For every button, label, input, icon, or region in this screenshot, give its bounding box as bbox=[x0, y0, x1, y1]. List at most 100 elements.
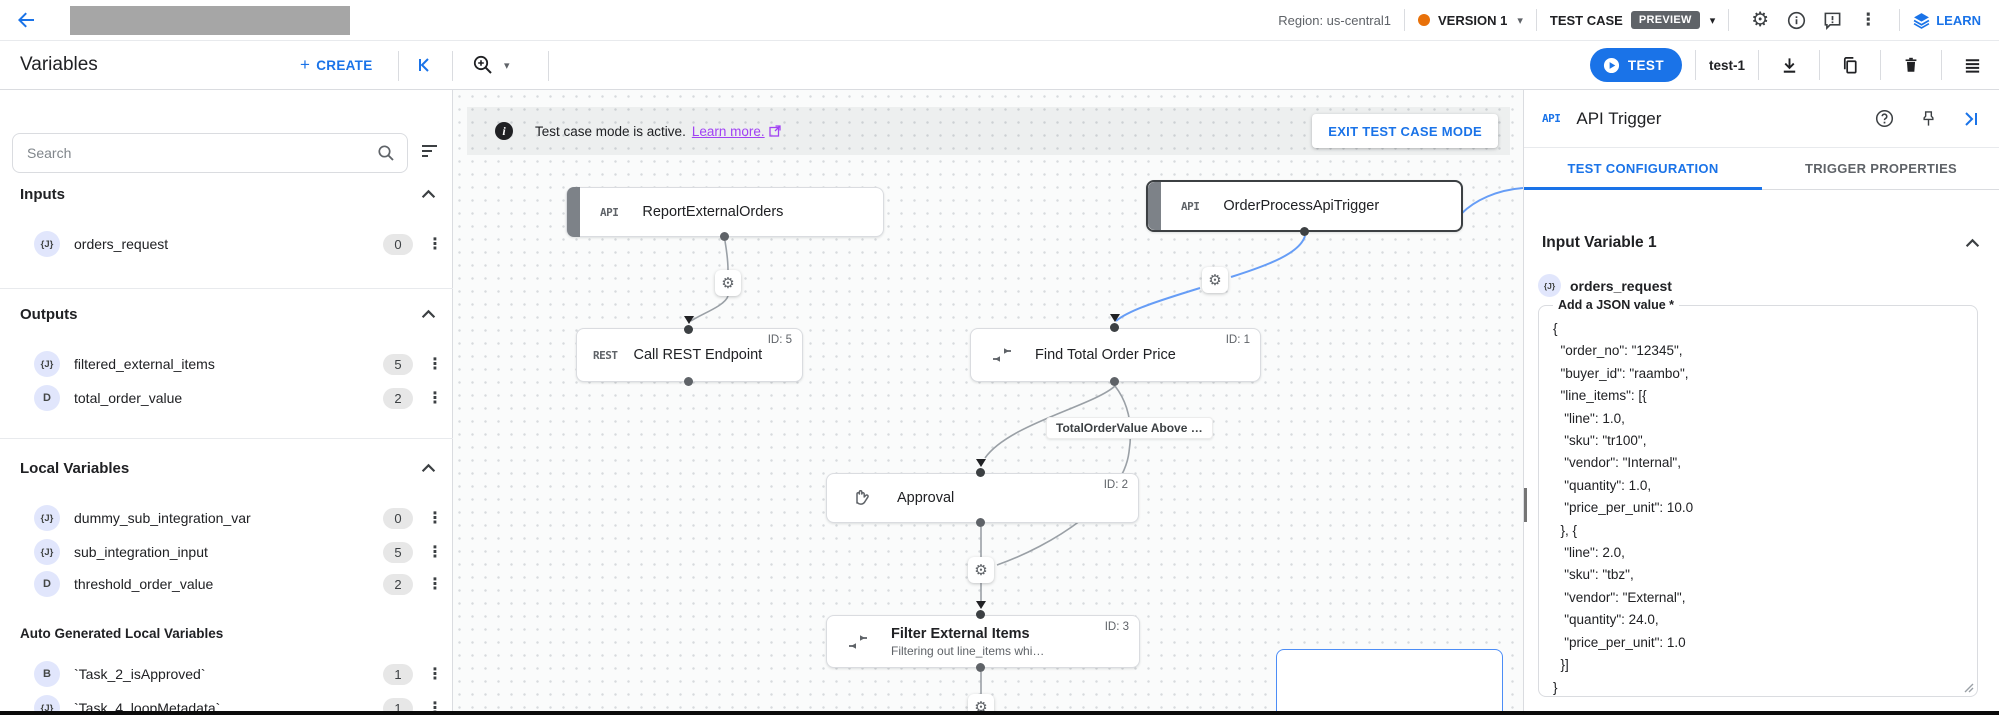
row-kebab-icon[interactable]: ⋮ bbox=[427, 236, 443, 253]
version-selector[interactable]: VERSION 1 ▾ bbox=[1417, 13, 1523, 28]
row-kebab-icon[interactable]: ⋮ bbox=[427, 544, 443, 561]
settings-gear-icon[interactable]: ⚙ bbox=[1751, 9, 1770, 31]
section-header-outputs: Outputs bbox=[20, 306, 78, 323]
divider bbox=[1758, 50, 1759, 80]
divider bbox=[548, 51, 549, 81]
back-arrow-icon[interactable] bbox=[16, 10, 36, 30]
sort-icon[interactable] bbox=[420, 142, 440, 160]
usage-count-badge: 1 bbox=[383, 697, 413, 715]
variable-row-sub-integration-input[interactable]: {J} sub_integration_input 5 ⋮ bbox=[0, 538, 453, 566]
node-order-process-api-trigger[interactable]: API OrderProcessApiTrigger bbox=[1146, 180, 1463, 232]
variable-row-total-order-value[interactable]: D total_order_value 2 ⋮ bbox=[0, 384, 453, 412]
node-find-total-order-price[interactable]: Find Total Order Price ID: 1 bbox=[970, 328, 1261, 382]
json-type-icon: {J} bbox=[34, 505, 60, 531]
variable-row-task2-isapproved[interactable]: B `Task_2_isApproved` 1 ⋮ bbox=[0, 660, 453, 688]
variable-row-dummy-sub-integration-var[interactable]: {J} dummy_sub_integration_var 0 ⋮ bbox=[0, 504, 453, 532]
redacted-title-block bbox=[70, 6, 350, 35]
pin-icon[interactable] bbox=[1912, 103, 1944, 135]
variable-row-filtered-external-items[interactable]: {J} filtered_external_items 5 ⋮ bbox=[0, 350, 453, 378]
row-kebab-icon[interactable]: ⋮ bbox=[427, 356, 443, 373]
row-kebab-icon[interactable]: ⋮ bbox=[427, 576, 443, 593]
workflow-canvas[interactable]: i Test case mode is active. Learn more. … bbox=[453, 90, 1523, 715]
log-menu-icon[interactable] bbox=[1955, 48, 1989, 82]
pending-node-placeholder[interactable] bbox=[1276, 649, 1503, 715]
node-filter-external-items[interactable]: Filter External Items Filtering out line… bbox=[826, 615, 1140, 668]
canvas-zoom-control[interactable]: ▾ bbox=[472, 54, 510, 76]
chevron-up-icon[interactable] bbox=[1959, 230, 1985, 256]
node-id-label: ID: 2 bbox=[1103, 479, 1128, 491]
edge-arrowhead bbox=[1110, 314, 1120, 322]
banner-text: Test case mode is active. bbox=[535, 123, 686, 139]
chevron-up-icon[interactable] bbox=[416, 456, 440, 480]
variable-row-threshold-order-value[interactable]: D threshold_order_value 2 ⋮ bbox=[0, 570, 453, 598]
test-button[interactable]: TEST bbox=[1589, 48, 1682, 82]
section-header-local-variables: Local Variables bbox=[20, 460, 130, 477]
resize-handle-icon[interactable] bbox=[1963, 682, 1974, 693]
json-type-icon: {J} bbox=[34, 351, 60, 377]
toolbar-right-group: TEST test-1 bbox=[1589, 41, 1999, 89]
data-mapping-merge-icon bbox=[847, 634, 869, 650]
divider bbox=[1535, 9, 1537, 31]
app-bar: Region: us-central1 VERSION 1 ▾ TEST CAS… bbox=[0, 0, 1999, 40]
row-kebab-icon[interactable]: ⋮ bbox=[427, 510, 443, 527]
node-report-external-orders[interactable]: API ReportExternalOrders bbox=[566, 187, 884, 237]
chevron-up-icon[interactable] bbox=[416, 302, 440, 326]
input-port-dot bbox=[976, 610, 985, 619]
search-input[interactable] bbox=[13, 145, 377, 161]
tab-test-configuration[interactable]: TEST CONFIGURATION bbox=[1524, 148, 1762, 190]
api-tag: API bbox=[1542, 112, 1561, 125]
chevron-down-icon: ▾ bbox=[1709, 14, 1716, 27]
help-icon[interactable] bbox=[1868, 103, 1900, 135]
collapse-sidebar-icon[interactable] bbox=[414, 55, 434, 75]
api-tag: API bbox=[600, 205, 619, 219]
scrollbar-thumb[interactable] bbox=[1524, 488, 1527, 522]
edge-gear-icon[interactable]: ⚙ bbox=[968, 557, 994, 583]
node-title: Approval bbox=[897, 490, 955, 506]
node-title: Find Total Order Price bbox=[1035, 347, 1176, 363]
edge-condition-label[interactable]: TotalOrderValue Above … bbox=[1046, 417, 1213, 439]
create-label: CREATE bbox=[316, 57, 373, 73]
row-kebab-icon[interactable]: ⋮ bbox=[427, 666, 443, 683]
row-kebab-icon[interactable]: ⋮ bbox=[427, 390, 443, 407]
edge-arrowhead bbox=[976, 601, 986, 609]
panel-tabs: TEST CONFIGURATION TRIGGER PROPERTIES bbox=[1524, 148, 1999, 190]
panel-variable-row: {J} orders_request bbox=[1538, 274, 1672, 297]
create-variable-button[interactable]: + CREATE bbox=[300, 55, 373, 75]
divider bbox=[452, 51, 453, 81]
learn-more-link[interactable]: Learn more. bbox=[691, 123, 765, 139]
node-id-label: ID: 5 bbox=[767, 334, 792, 346]
learn-button[interactable]: LEARN bbox=[1913, 12, 1981, 29]
feedback-icon[interactable] bbox=[1814, 2, 1850, 38]
collapse-panel-icon[interactable] bbox=[1956, 103, 1988, 135]
test-case-name[interactable]: test-1 bbox=[1708, 57, 1745, 73]
preview-badge[interactable]: PREVIEW bbox=[1630, 11, 1700, 29]
variable-name: sub_integration_input bbox=[74, 544, 208, 560]
output-port-dot bbox=[976, 518, 985, 527]
divider bbox=[1899, 9, 1901, 31]
edge-gear-icon[interactable]: ⚙ bbox=[1202, 267, 1228, 293]
node-call-rest-endpoint[interactable]: REST Call REST Endpoint ID: 5 bbox=[576, 328, 803, 382]
tab-trigger-properties[interactable]: TRIGGER PROPERTIES bbox=[1804, 161, 1958, 176]
divider bbox=[1941, 50, 1942, 80]
exit-test-case-mode-button[interactable]: EXIT TEST CASE MODE bbox=[1312, 114, 1498, 148]
more-options-kebab-icon[interactable]: ⋮ bbox=[1859, 10, 1877, 29]
search-icon bbox=[377, 144, 395, 162]
node-approval[interactable]: Approval ID: 2 bbox=[826, 473, 1139, 523]
output-port-dot bbox=[1300, 227, 1309, 236]
info-icon[interactable] bbox=[1778, 2, 1814, 38]
variable-row-orders-request[interactable]: {J} orders_request 0 ⋮ bbox=[0, 230, 453, 258]
json-value-textarea[interactable]: { "order_no": "12345", "buyer_id": "raam… bbox=[1553, 321, 1694, 695]
copy-icon[interactable] bbox=[1833, 48, 1867, 82]
test-case-selector[interactable]: TEST CASE PREVIEW ▾ bbox=[1550, 11, 1715, 29]
delete-trash-icon[interactable] bbox=[1894, 48, 1928, 82]
chevron-up-icon[interactable] bbox=[416, 182, 440, 206]
toolbar: Variables + CREATE ▾ TEST test-1 bbox=[0, 40, 1999, 90]
output-port-dot bbox=[1110, 377, 1119, 386]
divider bbox=[1694, 50, 1696, 80]
download-icon[interactable] bbox=[1772, 48, 1806, 82]
rest-tag: REST bbox=[593, 348, 618, 362]
section-divider bbox=[0, 438, 453, 439]
window-bottom-edge bbox=[0, 711, 1999, 715]
edge-gear-icon[interactable]: ⚙ bbox=[715, 270, 741, 296]
